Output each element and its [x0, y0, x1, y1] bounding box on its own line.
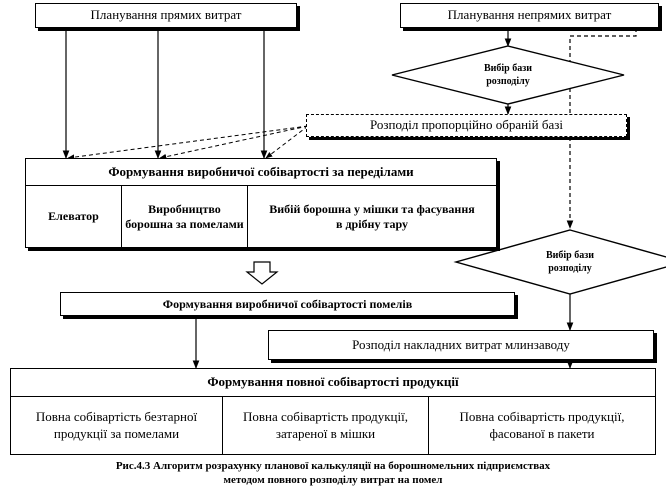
- overhead-allocation-box: Розподіл накладних витрат млинзаводу: [268, 330, 654, 360]
- full-cost-header: Формування повної собівартості продукції: [11, 369, 655, 397]
- allocation-base-1-label: Вибір бази розподілу: [452, 58, 564, 92]
- arrow-allocation-to-stage-1: [67, 125, 309, 160]
- allocation-base-2-text: Вибір бази розподілу: [545, 249, 595, 275]
- allocation-base-1-text: Вибір бази розподілу: [483, 62, 533, 88]
- full-cost-packaged-cell: Повна собівартість продукції, фасованої …: [429, 397, 655, 454]
- stage-cost-table: Формування виробничої собівартості за пе…: [25, 158, 497, 248]
- stage-cost-header-text: Формування виробничої собівартості за пе…: [108, 163, 414, 179]
- caption-line-1: Рис.4.3 Алгоритм розрахунку планової кал…: [115, 460, 551, 472]
- caption-line-2: методом повного розподілу витрат на поме…: [223, 474, 443, 487]
- full-cost-header-text: Формування повної собівартості продукції: [207, 374, 459, 390]
- arrow-allocation-to-stage-2: [159, 125, 309, 160]
- proportional-allocation-box: Розподіл пропорційно обраній базі: [306, 114, 627, 137]
- arrow-allocation-to-stage-3: [265, 125, 309, 159]
- indirect-costs-label: Планування непрямих витрат: [447, 7, 612, 23]
- grinding-cost-box: Формування виробничої собівартості помел…: [60, 292, 515, 316]
- stage-packing-cell: Вибій борошна у мішки та фасування в дрі…: [248, 186, 496, 247]
- indirect-costs-box: Планування непрямих витрат: [400, 3, 659, 28]
- full-cost-table: Формування повної собівартості продукції…: [10, 368, 656, 455]
- full-cost-bulk-text: Повна собівартість безтарної продукції з…: [35, 409, 198, 441]
- decision-diamond-2: [453, 229, 666, 295]
- stage-cost-header: Формування виробничої собівартості за пе…: [26, 159, 496, 186]
- full-cost-bagged-cell: Повна собівартість продукції, затареної …: [223, 397, 429, 454]
- direct-costs-box: Планування прямих витрат: [35, 3, 297, 28]
- allocation-base-2-label: Вибір бази розподілу: [514, 245, 626, 279]
- decision-diamond-1: [391, 45, 625, 105]
- hollow-down-arrow: [245, 261, 279, 285]
- stage-flour-production-text: Виробництво борошна за помелами: [125, 201, 244, 231]
- full-cost-packaged-text: Повна собівартість продукції, фасованої …: [459, 409, 625, 441]
- stage-elevator-text: Елеватор: [48, 209, 99, 223]
- stage-packing-text: Вибій борошна у мішки та фасування в дрі…: [269, 201, 475, 231]
- figure-caption: Рис.4.3 Алгоритм розрахунку планової кал…: [0, 459, 666, 488]
- grinding-cost-label: Формування виробничої собівартості помел…: [162, 296, 413, 311]
- overhead-allocation-label: Розподіл накладних витрат млинзаводу: [352, 336, 570, 352]
- proportional-allocation-label: Розподіл пропорційно обраній базі: [369, 117, 564, 133]
- full-cost-bagged-text: Повна собівартість продукції, затареної …: [243, 409, 408, 441]
- direct-costs-label: Планування прямих витрат: [90, 7, 242, 23]
- stage-elevator-cell: Елеватор: [26, 186, 122, 247]
- full-cost-bulk-cell: Повна собівартість безтарної продукції з…: [11, 397, 223, 454]
- stage-flour-production-cell: Виробництво борошна за помелами: [122, 186, 248, 247]
